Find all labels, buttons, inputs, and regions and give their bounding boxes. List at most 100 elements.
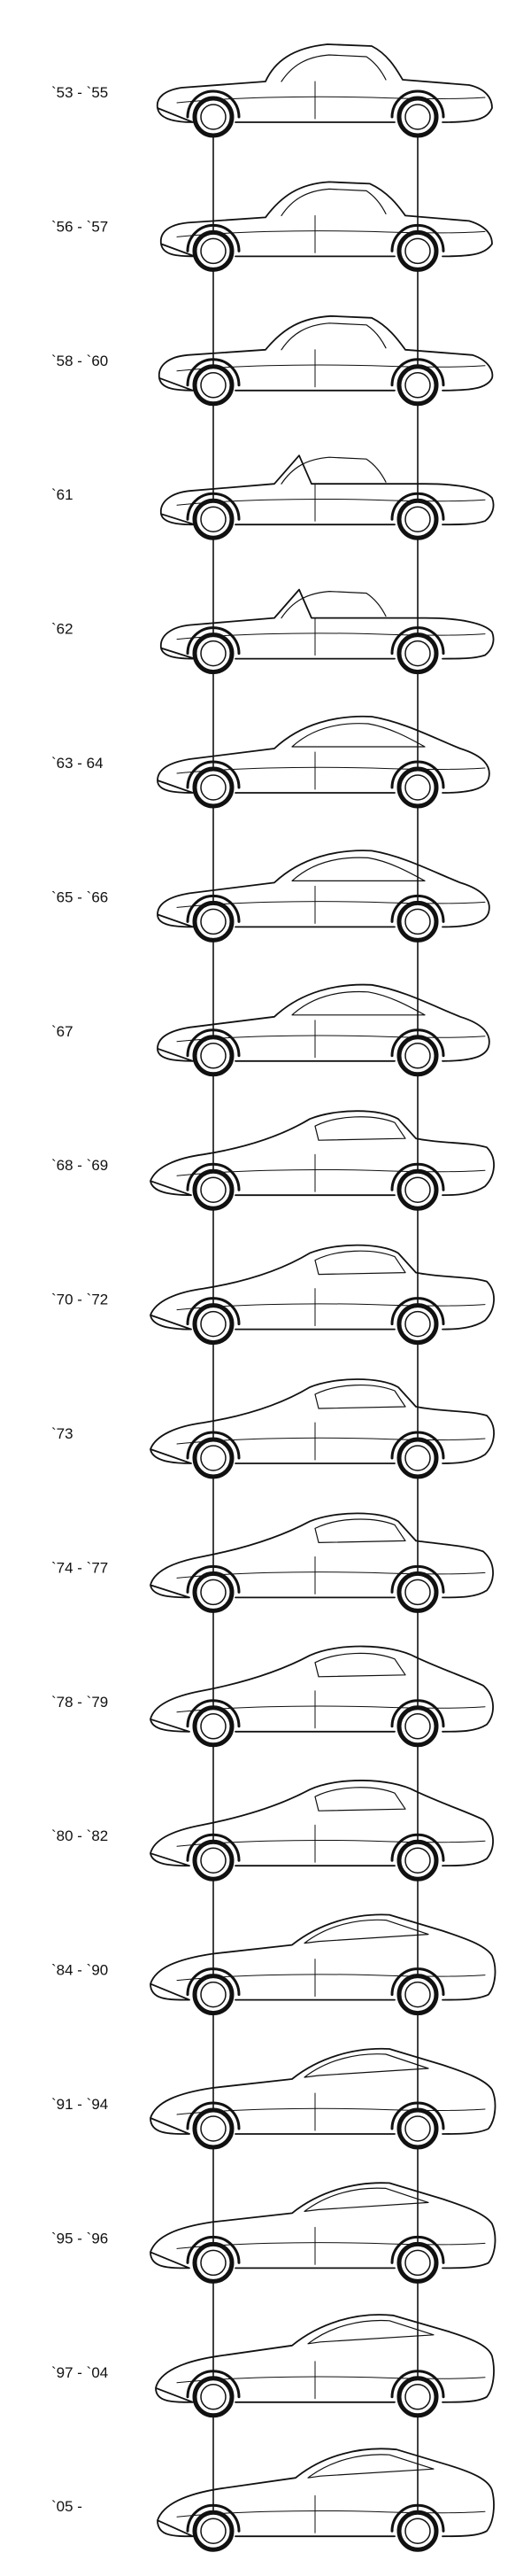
wheel-hub xyxy=(200,372,227,399)
wheel-arch xyxy=(390,1564,445,1594)
wheel-hub xyxy=(404,2518,431,2544)
body-side-line xyxy=(176,1571,486,1579)
wheel-hub xyxy=(404,774,431,801)
wheel-hub xyxy=(200,506,227,532)
wheel-arch xyxy=(186,2101,241,2130)
generation-row: `91 - `94 xyxy=(51,2047,496,2150)
wheel-hub xyxy=(404,237,431,265)
generation-row: `63 - 64 xyxy=(51,715,490,809)
wheel-hub xyxy=(404,1043,431,1069)
body-side-line xyxy=(176,632,486,640)
wheel-arch xyxy=(390,1967,445,1997)
body-side-line xyxy=(176,1705,486,1713)
car-body-outline xyxy=(150,1780,494,1867)
wheel-arch xyxy=(186,358,241,387)
generation-label: `56 - `57 xyxy=(51,218,108,235)
generation-row: `97 - `04 xyxy=(51,2314,495,2418)
car-window xyxy=(314,1385,406,1409)
body-side-line xyxy=(176,1839,486,1847)
car-window xyxy=(307,2454,435,2479)
car-body-outline xyxy=(150,1110,495,1197)
generation-label: `05 - xyxy=(51,2498,82,2515)
generation-label: `73 xyxy=(51,1425,73,1442)
wheel-arch xyxy=(186,1431,241,1460)
car-body-outline xyxy=(150,1378,495,1464)
wheel-arch xyxy=(186,1699,241,1728)
body-side-line xyxy=(176,766,486,774)
generation-rows: `53 - `55`56 - `57`58 - `60`61`62`63 - 6… xyxy=(51,43,496,2552)
car-window xyxy=(291,723,426,748)
body-side-line xyxy=(176,2242,486,2249)
wheel-hub xyxy=(404,104,431,130)
generation-row: `53 - `55 xyxy=(51,43,493,138)
body-side-line xyxy=(176,901,486,908)
generation-label: `74 - `77 xyxy=(51,1559,108,1576)
wheel-arch xyxy=(390,1297,445,1326)
body-side-line xyxy=(176,2376,486,2384)
wheel-arch xyxy=(390,2101,445,2130)
car-body-outline xyxy=(150,2047,496,2135)
wheel-hub xyxy=(200,237,227,265)
wheel-hub xyxy=(404,2249,431,2277)
wheel-hub xyxy=(200,1981,227,2008)
wheel-arch xyxy=(186,2370,241,2399)
car-window xyxy=(281,322,387,351)
car-window xyxy=(304,2053,429,2078)
body-side-line xyxy=(176,1168,486,1176)
wheel-arch xyxy=(390,1028,445,1058)
wheel-hub xyxy=(200,2518,227,2544)
generation-row: `70 - `72 xyxy=(51,1244,495,1346)
wheel-arch xyxy=(390,760,445,789)
car-window xyxy=(314,1787,406,1812)
wheel-arch xyxy=(390,223,445,252)
car-body-outline xyxy=(160,454,495,526)
wheel-arch xyxy=(186,223,241,252)
generation-row: `73 xyxy=(51,1378,495,1479)
wheel-arch xyxy=(186,2235,241,2264)
generation-row: `05 - xyxy=(51,2448,495,2552)
wheel-arch xyxy=(186,1564,241,1594)
wheel-hub xyxy=(200,1445,227,1471)
generation-label: `78 - `79 xyxy=(51,1694,108,1711)
generation-row: `62 xyxy=(51,588,495,675)
wheel-hub xyxy=(200,2115,227,2142)
wheel-hub xyxy=(200,2384,227,2410)
generation-label: `70 - `72 xyxy=(51,1292,108,1308)
car-body-outline xyxy=(157,715,490,794)
body-side-line xyxy=(176,96,486,104)
car-body-outline xyxy=(157,2448,495,2538)
generation-row: `74 - `77 xyxy=(51,1512,494,1613)
body-side-line xyxy=(176,2107,486,2115)
wheel-hub xyxy=(200,1176,227,1203)
wheel-hub xyxy=(200,1310,227,1338)
wheel-arch xyxy=(390,2370,445,2399)
car-body-outline xyxy=(155,2314,495,2403)
car-window xyxy=(304,2187,429,2212)
wheel-arch xyxy=(186,89,241,119)
wheel-hub xyxy=(200,1043,227,1069)
wheel-hub xyxy=(200,2249,227,2277)
wheel-arch xyxy=(390,626,445,656)
generation-row: `67 xyxy=(51,983,490,1077)
car-body-outline xyxy=(159,181,493,258)
generation-row: `78 - `79 xyxy=(51,1645,494,1748)
generation-label: `61 xyxy=(51,486,73,503)
generation-label: `95 - `96 xyxy=(51,2230,108,2246)
car-body-outline xyxy=(158,314,494,392)
wheel-hub xyxy=(200,908,227,935)
wheel-arch xyxy=(186,760,241,789)
car-body-outline xyxy=(157,850,490,928)
car-window xyxy=(281,590,387,619)
car-body-outline xyxy=(150,1244,495,1331)
wheel-arch xyxy=(390,1162,445,1191)
generation-label: `91 - `94 xyxy=(51,2096,108,2113)
wheel-hub xyxy=(200,640,227,667)
wheel-hub xyxy=(404,506,431,532)
wheel-hub xyxy=(404,1176,431,1203)
wheel-hub xyxy=(404,1847,431,1874)
wheel-arch xyxy=(390,492,445,521)
wheel-arch xyxy=(186,1833,241,1862)
car-window xyxy=(281,188,387,216)
car-body-outline xyxy=(150,1913,496,2001)
